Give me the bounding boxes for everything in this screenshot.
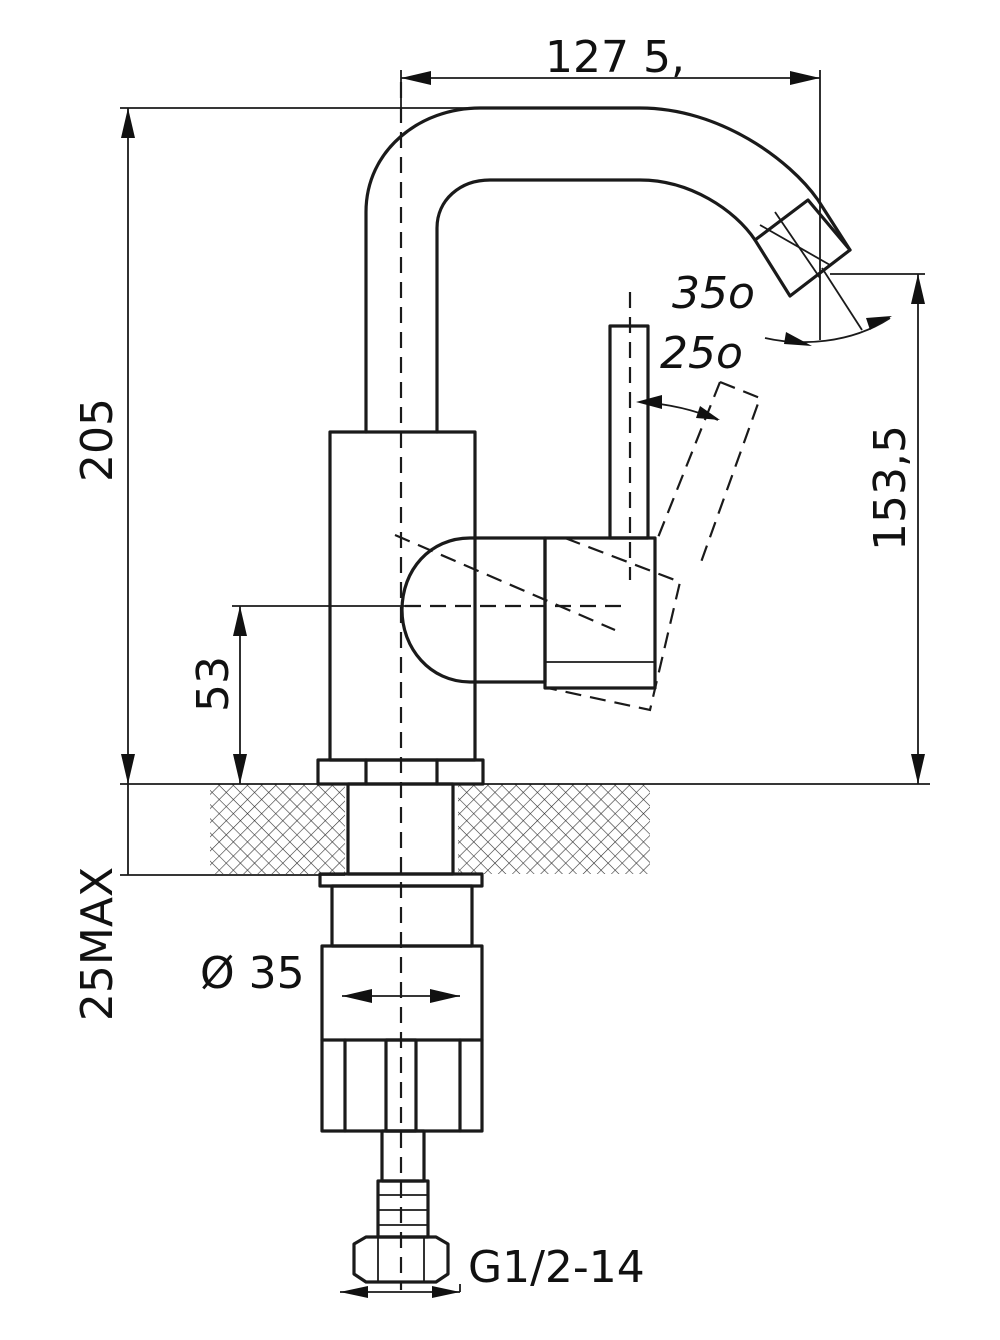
max-thickness-label: 25MAX — [72, 867, 123, 1021]
hex-nut — [352, 1235, 450, 1284]
center-lines — [394, 82, 632, 1290]
faucet-body — [316, 106, 852, 1284]
outlet-height-label: 153,5 — [865, 425, 916, 551]
lever-swing-label: 25o — [660, 328, 743, 379]
dimension-labels: 127 5, 205 53 153,5 35o 25o 25MAX Ø 35 G… — [72, 32, 916, 1293]
spout-nozzle — [753, 198, 852, 298]
thread-label: G1/2-14 — [468, 1242, 645, 1293]
total-height-label: 205 — [72, 398, 123, 482]
countertop — [120, 783, 930, 876]
spout-reach-label: 127 5, — [545, 32, 685, 83]
lever-height-label: 53 — [188, 656, 239, 712]
spout-swing-label: 35o — [672, 268, 755, 319]
hose-fitting — [376, 1179, 430, 1239]
hole-diameter-label: Ø 35 — [200, 948, 305, 999]
dimension-lines — [120, 70, 925, 1298]
